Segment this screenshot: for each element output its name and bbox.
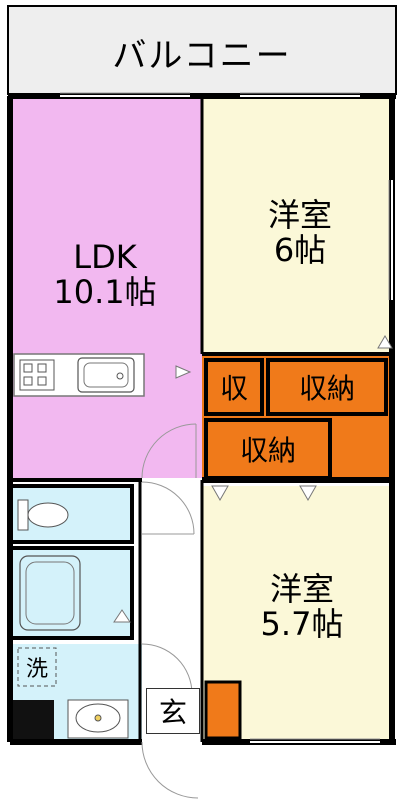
ldk-name: LDK [73, 238, 137, 276]
western-room-2-label: 洋室 5.7帖 [212, 570, 392, 644]
western-room-1-area [202, 98, 392, 354]
washroom-black-block [10, 700, 54, 740]
door-room-2 [141, 481, 195, 535]
sink-icon [77, 357, 135, 393]
balcony-label: バルコニー [112, 35, 292, 76]
door-ldk [141, 423, 197, 479]
western-room-2-size: 5.7帖 [260, 605, 344, 644]
closet-upper-box [266, 358, 388, 416]
toilet-tank [17, 499, 29, 531]
ldk-size: 10.1帖 [53, 273, 157, 312]
entrance-label: 玄 [146, 688, 200, 734]
closet-small-box [204, 358, 264, 416]
western-room-2-name: 洋室 [269, 570, 334, 608]
door-wash [141, 643, 193, 695]
ldk-area [10, 98, 202, 478]
door-entrance [141, 741, 199, 799]
balcony-area [7, 5, 397, 95]
closet-upper-label: 収納 [298, 372, 355, 405]
bathtub [19, 555, 81, 631]
closet-lower-label: 収納 [239, 434, 296, 467]
washroom-label: 洗 [25, 657, 48, 682]
closet-small-label: 収 [219, 372, 248, 405]
washer-space [17, 647, 57, 687]
western-room-1-size: 6帖 [273, 231, 327, 270]
western-room-1-name: 洋室 [267, 196, 332, 234]
western-room-1-label: 洋室 6帖 [220, 196, 380, 270]
entrance-storage [204, 680, 242, 740]
ldk-label: LDK 10.1帖 [20, 238, 190, 312]
toilet-bowl [27, 502, 69, 528]
